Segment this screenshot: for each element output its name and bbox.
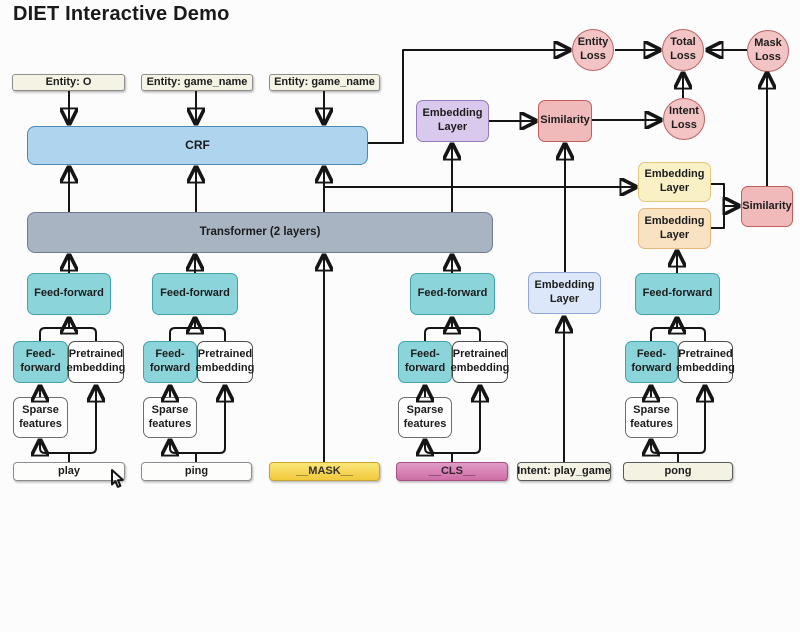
entity-label-play[interactable]: Entity: O (12, 74, 125, 91)
token-ping[interactable]: ping (141, 462, 252, 481)
token-intent[interactable]: Intent: play_game (517, 462, 611, 481)
pretrained-embedding-node-ping[interactable]: Pretrained embedding (196, 341, 254, 383)
total-loss-node[interactable]: Total Loss (662, 29, 704, 71)
edges-into-transformer (69, 257, 452, 462)
feed-forward-small-node-pong[interactable]: Feed-forward (625, 341, 678, 383)
edges-transformer-to-crf (69, 169, 324, 212)
token-pong[interactable]: pong (623, 462, 733, 481)
feed-forward-small-node-play[interactable]: Feed-forward (13, 341, 68, 383)
entity-label-mask[interactable]: Entity: game_name (269, 74, 380, 91)
intent-loss-node[interactable]: Intent Loss (663, 98, 705, 140)
transformer-node[interactable]: Transformer (2 layers) (27, 212, 493, 253)
pretrained-embedding-node-pong[interactable]: Pretrained embedding (676, 341, 735, 383)
page-title: DIET Interactive Demo (13, 3, 230, 25)
feed-forward-small-node-ping[interactable]: Feed-forward (143, 341, 197, 383)
similarity-node-intent[interactable]: Similarity (538, 100, 592, 142)
crf-node[interactable]: CRF (27, 126, 368, 165)
entity-loss-node[interactable]: Entity Loss (572, 29, 614, 71)
pretrained-embedding-node-play[interactable]: Pretrained embedding (67, 341, 125, 383)
similarity-node-mask[interactable]: Similarity (741, 186, 793, 227)
embedding-layer-node-intent[interactable]: Embedding Layer (528, 272, 601, 314)
feed-forward-small-node-cls[interactable]: Feed-forward (398, 341, 452, 383)
feed-forward-node-play[interactable]: Feed-forward (27, 273, 111, 315)
sparse-features-node-play[interactable]: Sparse features (13, 397, 68, 438)
token-cls[interactable]: __CLS__ (396, 462, 508, 481)
embedding-layer-node-mask[interactable]: Embedding Layer (638, 162, 711, 202)
pretrained-embedding-node-cls[interactable]: Pretrained embedding (451, 341, 509, 383)
embedding-layer-node-pong[interactable]: Embedding Layer (638, 208, 711, 249)
sparse-features-node-pong[interactable]: Sparse features (625, 397, 678, 438)
entity-label-ping[interactable]: Entity: game_name (141, 74, 253, 91)
feed-forward-node-ping[interactable]: Feed-forward (152, 273, 238, 315)
mask-loss-node[interactable]: Mask Loss (747, 30, 789, 72)
token-play[interactable]: play (13, 462, 125, 481)
feed-forward-node-pong[interactable]: Feed-forward (635, 273, 720, 315)
sparse-features-node-cls[interactable]: Sparse features (398, 397, 452, 438)
sparse-features-node-ping[interactable]: Sparse features (143, 397, 197, 438)
edges-entity-outputs (69, 91, 324, 122)
embedding-layer-node-cls[interactable]: Embedding Layer (416, 100, 489, 142)
token-mask[interactable]: __MASK__ (269, 462, 380, 481)
feed-forward-node-cls[interactable]: Feed-forward (410, 273, 495, 315)
